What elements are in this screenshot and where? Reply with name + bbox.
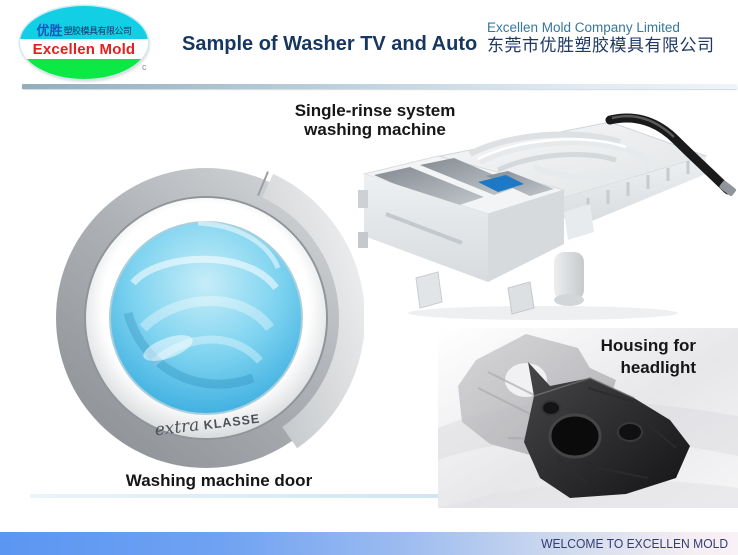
header-divider-rule <box>22 84 737 89</box>
door-photo-bottom-edge <box>30 494 445 498</box>
washing-machine-door-image: extra KLASSE <box>56 168 364 468</box>
logo-brand-name: Excellen Mold <box>32 40 136 58</box>
logo-white-band: Excellen Mold <box>20 39 148 59</box>
washing-machine-drawer-image <box>358 113 736 320</box>
headlight-housing-image: Housing for headlight <box>438 328 738 508</box>
headlight-photo <box>438 328 738 508</box>
drawer-hose <box>605 113 736 197</box>
black-housing-front <box>524 362 690 498</box>
footer-bar: WELCOME TO EXCELLEN MOLD <box>0 532 738 555</box>
headlight-caption-line1: Housing for <box>600 336 696 355</box>
door-caption: Washing machine door <box>125 471 313 490</box>
company-name-block: Excellen Mold Company Limited 东莞市优胜塑胶模具有… <box>487 20 737 57</box>
door-ring-seam <box>84 196 328 440</box>
door-glass-reflections <box>123 220 281 389</box>
logo-cyan-band: 优胜 塑胶模具有限公司 <box>20 6 148 39</box>
logo-green-band <box>20 59 148 79</box>
company-name-chinese: 东莞市优胜塑胶模具有限公司 <box>487 36 715 56</box>
logo-copyright-mark: c <box>142 62 147 72</box>
door-handle-notch <box>257 171 269 196</box>
drawer-caption: Single-rinse system washing machine <box>268 101 482 139</box>
drawer-caption-line1: Single-rinse system <box>294 101 456 120</box>
drawer-blue-insert <box>478 175 524 192</box>
logo-chinese-name-small: 塑胶模具有限公司 <box>63 26 133 37</box>
footer-welcome-text: WELCOME TO EXCELLEN MOLD <box>540 536 728 551</box>
headlight-caption-line2: headlight <box>620 358 696 377</box>
drawer-caption-line2: washing machine <box>304 120 446 139</box>
door-handle-arc <box>262 173 364 449</box>
drawer-shadow <box>408 306 678 320</box>
logo-ellipse: 优胜 塑胶模具有限公司 Excellen Mold <box>20 6 148 79</box>
headlight-caption: Housing for headlight <box>601 335 696 379</box>
logo-chinese-name-large: 优胜 <box>36 23 63 38</box>
drawer-compartment-box <box>358 155 594 282</box>
page-title: Sample of Washer TV and Auto <box>182 33 478 55</box>
company-name-english: Excellen Mold Company Limited <box>487 20 680 35</box>
drawer-legs-and-outlet <box>415 252 584 315</box>
company-logo: 优胜 塑胶模具有限公司 Excellen Mold <box>20 6 148 79</box>
